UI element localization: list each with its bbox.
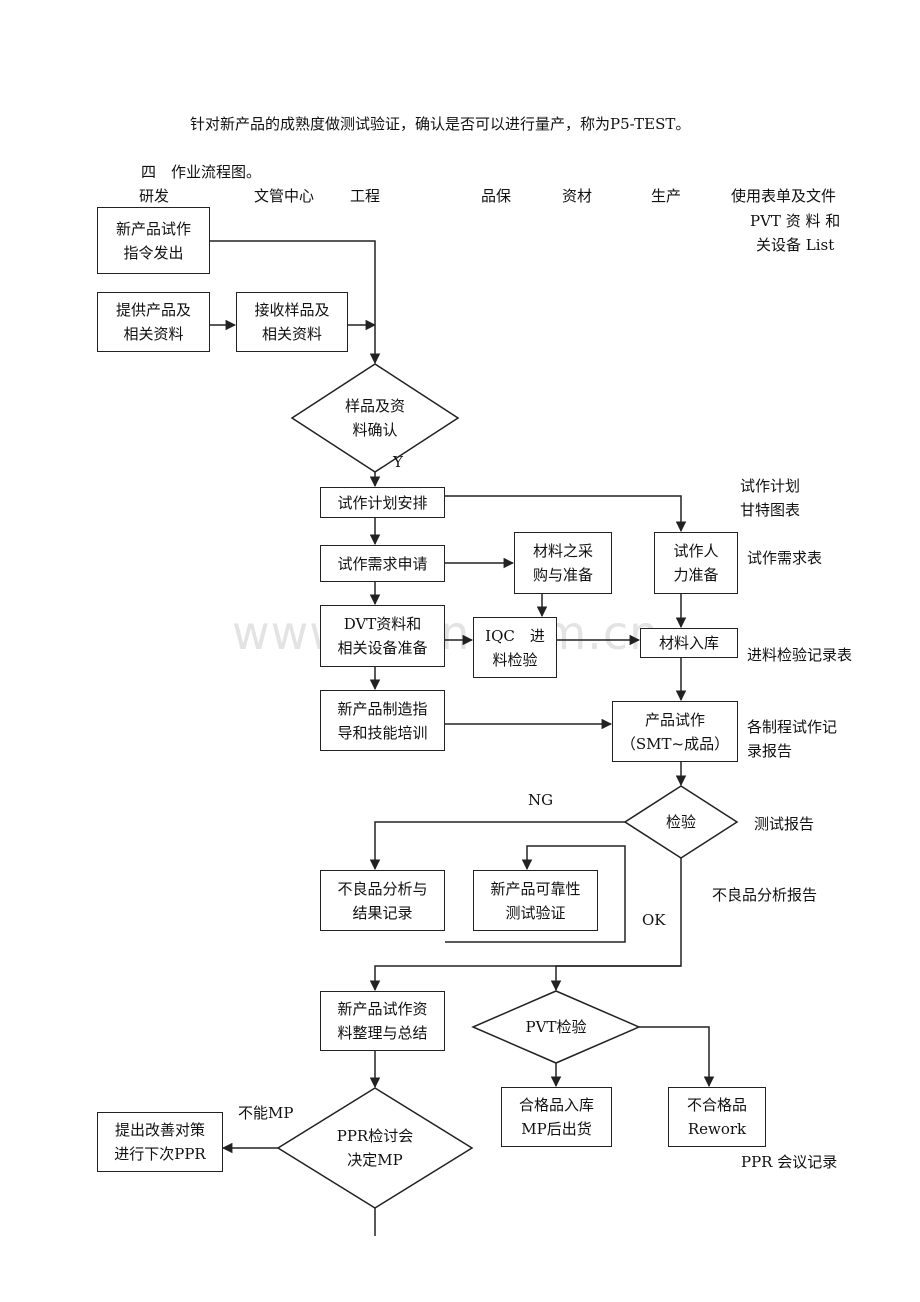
box-warehouse-in: 材料入库 [640, 628, 738, 658]
box-receive-samples: 接收样品及 相关资料 [236, 292, 348, 352]
box-improve: 提出改善对策 进行下次PPR [97, 1112, 223, 1172]
box-manpower: 试作人 力准备 [654, 532, 738, 594]
column-header-doc-center: 文管中心 [254, 187, 315, 205]
form-pvt-data: PVT 资 料 和 关设备 List [750, 212, 841, 254]
form-test-report: 测试报告 [754, 815, 815, 833]
box-training: 新产品制造指 导和技能培训 [320, 690, 445, 751]
box-dvt-prep: DVT资料和 相关设备准备 [320, 605, 445, 667]
box-reliability-test: 新产品可靠性 测试验证 [473, 870, 598, 931]
form-ppr-record: PPR 会议记录 [741, 1153, 838, 1171]
column-header-engineering: 工程 [350, 187, 381, 205]
form-defect-report: 不良品分析报告 [712, 886, 818, 904]
box-provide-data: 提供产品及 相关资料 [97, 292, 210, 352]
form-process-record: 各制程试作记 录报告 [747, 718, 838, 760]
label-ng: NG [528, 791, 554, 809]
box-trial-request: 试作需求申请 [320, 545, 445, 582]
box-defect-analysis: 不良品分析与 结果记录 [320, 870, 445, 931]
column-header-production: 生产 [651, 187, 682, 205]
diamond-label-inspection: 检验 [665, 813, 696, 831]
column-header-materials: 资材 [562, 187, 593, 205]
box-material-purchase: 材料之采 购与准备 [514, 532, 612, 594]
box-unqualified: 不合格品 Rework [668, 1087, 766, 1147]
diamond-label-pvt-inspection: PVT检验 [525, 1018, 587, 1036]
form-request: 试作需求表 [747, 549, 823, 567]
intro-text: 针对新产品的成熟度做测试验证，确认是否可以进行量产，称为P5-TEST。 [190, 115, 691, 133]
diamond-label-ppr: PPR检讨会 决定MP [336, 1127, 414, 1169]
section-title: 四 作业流程图。 [141, 163, 262, 181]
label-ok: OK [642, 911, 666, 929]
box-trial-plan: 试作计划安排 [320, 487, 445, 518]
form-trial-gantt: 试作计划 甘特图表 [740, 477, 801, 519]
column-header-forms: 使用表单及文件 [731, 187, 837, 205]
label-cannot-mp: 不能MP [238, 1104, 294, 1122]
label-yes: Y [393, 453, 403, 471]
box-iqc: IQC 进 料检验 [473, 617, 557, 678]
box-trial-order: 新产品试作 指令发出 [97, 207, 210, 274]
column-header-rd: 研发 [139, 187, 170, 205]
box-qualified: 合格品入库 MP后出货 [501, 1087, 612, 1147]
form-incoming-record: 进料检验记录表 [747, 646, 853, 664]
box-product-trial: 产品试作 （SMT~成品） [612, 701, 738, 762]
watermark-text: www.zixin.com.cn [232, 606, 660, 660]
diamond-label-sample-confirm: 样品及资 料确认 [344, 397, 405, 439]
column-header-qa: 品保 [481, 187, 512, 205]
box-summary: 新产品试作资 料整理与总结 [320, 991, 445, 1051]
